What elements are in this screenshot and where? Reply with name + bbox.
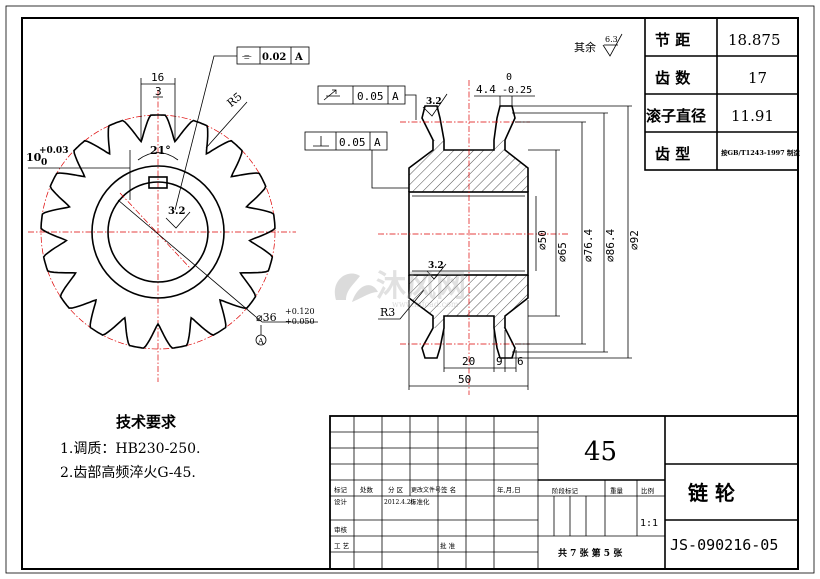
tb-part-name: 链 轮 (688, 481, 735, 505)
tooth-width-upper: 0 (506, 72, 512, 83)
perp-icon (313, 136, 329, 147)
tooth-width-lower: -0.25 (502, 85, 532, 96)
flatness-symbol: ⌯ (242, 49, 252, 63)
tb-review: 审核 (334, 525, 348, 534)
tb-ratio: 比例 (641, 486, 654, 495)
param-label-profile: 齿 型 (655, 145, 690, 163)
tb-scale: 1:1 (640, 518, 658, 529)
params-table: 节 距 18.875 齿 数 17 滚子直径 11.91 齿 型 按GB/T12… (644, 17, 800, 171)
dim-10-upper: +0.03 (39, 146, 68, 156)
dim-3: 3 (155, 85, 162, 98)
dim-16: 16 (151, 71, 164, 84)
tb-sheets: 共 7 张 第 5 张 (558, 547, 623, 559)
section-view: 0.05 A 0.05 A 3.2 0 4.4 -0.25 3.2 R3 (304, 72, 641, 395)
watermark: 沐风网 www.mfcad.com (334, 269, 466, 309)
roughness-top: 3.2 (426, 97, 442, 107)
dim-9: 9 (496, 355, 503, 368)
title-block: 标记 处数 分 区 更改文件号 签 名 年,月,日 设计 2012.4.20 标… (329, 415, 799, 570)
front-view: 16 3 21° R5 ⌯ 0.02 A 10 +0.03 0 3.2 ⌀36 … (26, 46, 318, 382)
tb-hdr-file: 更改文件号 (411, 486, 441, 494)
outer-border (5, 5, 815, 574)
param-value-profile: 按GB/T1243-1997 制造 (721, 148, 800, 157)
tb-approve: 批 准 (440, 541, 456, 550)
tb-material: 45 (584, 437, 617, 467)
flatness-frame (236, 46, 310, 65)
runout-value: 0.05 (357, 90, 384, 103)
perp-value: 0.05 (339, 136, 366, 149)
param-value-teeth: 17 (748, 69, 767, 87)
section-bore (408, 191, 529, 276)
bore-lower: +0.050 (285, 317, 315, 326)
dim-50: 50 (458, 373, 471, 386)
tech-req-item-1: 1.调质：HB230-250. (60, 441, 200, 457)
watermark-brand: 沐风网 (376, 269, 466, 304)
dim-21-deg: 21° (150, 144, 171, 157)
param-label-teeth: 齿 数 (655, 69, 691, 87)
dia-76-4: ⌀76.4 (582, 229, 595, 262)
datum-a-front: A (257, 337, 264, 346)
hub-circle (91, 165, 225, 299)
dim-10: 10 (26, 151, 42, 164)
tech-req-item-2: 2.齿部高频淬火G-45. (60, 464, 196, 481)
perp-datum: A (374, 136, 381, 149)
tech-req-title: 技术要求 (116, 413, 177, 431)
dim-r5: R5 (225, 90, 245, 110)
tb-hdr-sign: 签 名 (441, 485, 456, 494)
dia-86-4: ⌀86.4 (604, 229, 617, 262)
tb-hdr-count: 处数 (360, 485, 374, 494)
flatness-value: 0.02 (262, 52, 286, 63)
bore-dia: ⌀36 (256, 311, 277, 324)
surface-finish-value: 6.3 (605, 35, 618, 44)
flatness-datum: A (294, 52, 303, 63)
hatch-lower (409, 275, 528, 328)
dia-92: ⌀92 (628, 230, 641, 250)
param-label-roller: 滚子直径 (646, 107, 706, 125)
tb-hdr-zone: 分 区 (388, 485, 404, 494)
dia-65: ⌀65 (556, 242, 569, 262)
runout-datum: A (392, 90, 399, 103)
tb-process: 工 艺 (334, 542, 350, 550)
perp-frame (304, 131, 388, 151)
tb-drawing-no: JS-090216-05 (670, 536, 778, 554)
radius-r3: R3 (380, 306, 395, 319)
watermark-url: www.mfcad.com (392, 300, 459, 309)
bore-circle (107, 181, 209, 283)
tb-standardize: 标准化 (410, 497, 430, 506)
roughness-front: 3.2 (168, 206, 185, 217)
tb-design-date: 2012.4.20 (384, 499, 415, 506)
tb-design: 设计 (334, 497, 348, 506)
tb-hdr-date: 年,月,日 (497, 485, 521, 494)
tb-stage: 阶段标记 (552, 486, 579, 495)
keyway (148, 176, 168, 189)
param-label-pitch: 节 距 (655, 31, 690, 49)
hatch-upper (409, 140, 528, 192)
sprocket-outline (40, 114, 276, 349)
dim-20: 20 (462, 355, 475, 368)
dia-50: ⌀50 (536, 230, 549, 250)
tooth-width: 4.4 (476, 83, 496, 96)
dim-10-lower: 0 (41, 158, 47, 168)
runout-icon (323, 89, 340, 101)
tb-weight: 重量 (610, 487, 624, 495)
watermark-logo (334, 273, 378, 302)
tb-hdr-mark: 标记 (334, 485, 348, 494)
roughness-inner: 3.2 (428, 261, 444, 271)
surface-finish-note: 其余 (574, 40, 596, 54)
surface-finish-symbol (602, 33, 623, 57)
param-value-pitch: 18.875 (728, 31, 781, 49)
param-value-roller: 11.91 (731, 107, 774, 125)
dim-6: 6 (517, 355, 524, 368)
bore-upper: +0.120 (285, 307, 315, 316)
